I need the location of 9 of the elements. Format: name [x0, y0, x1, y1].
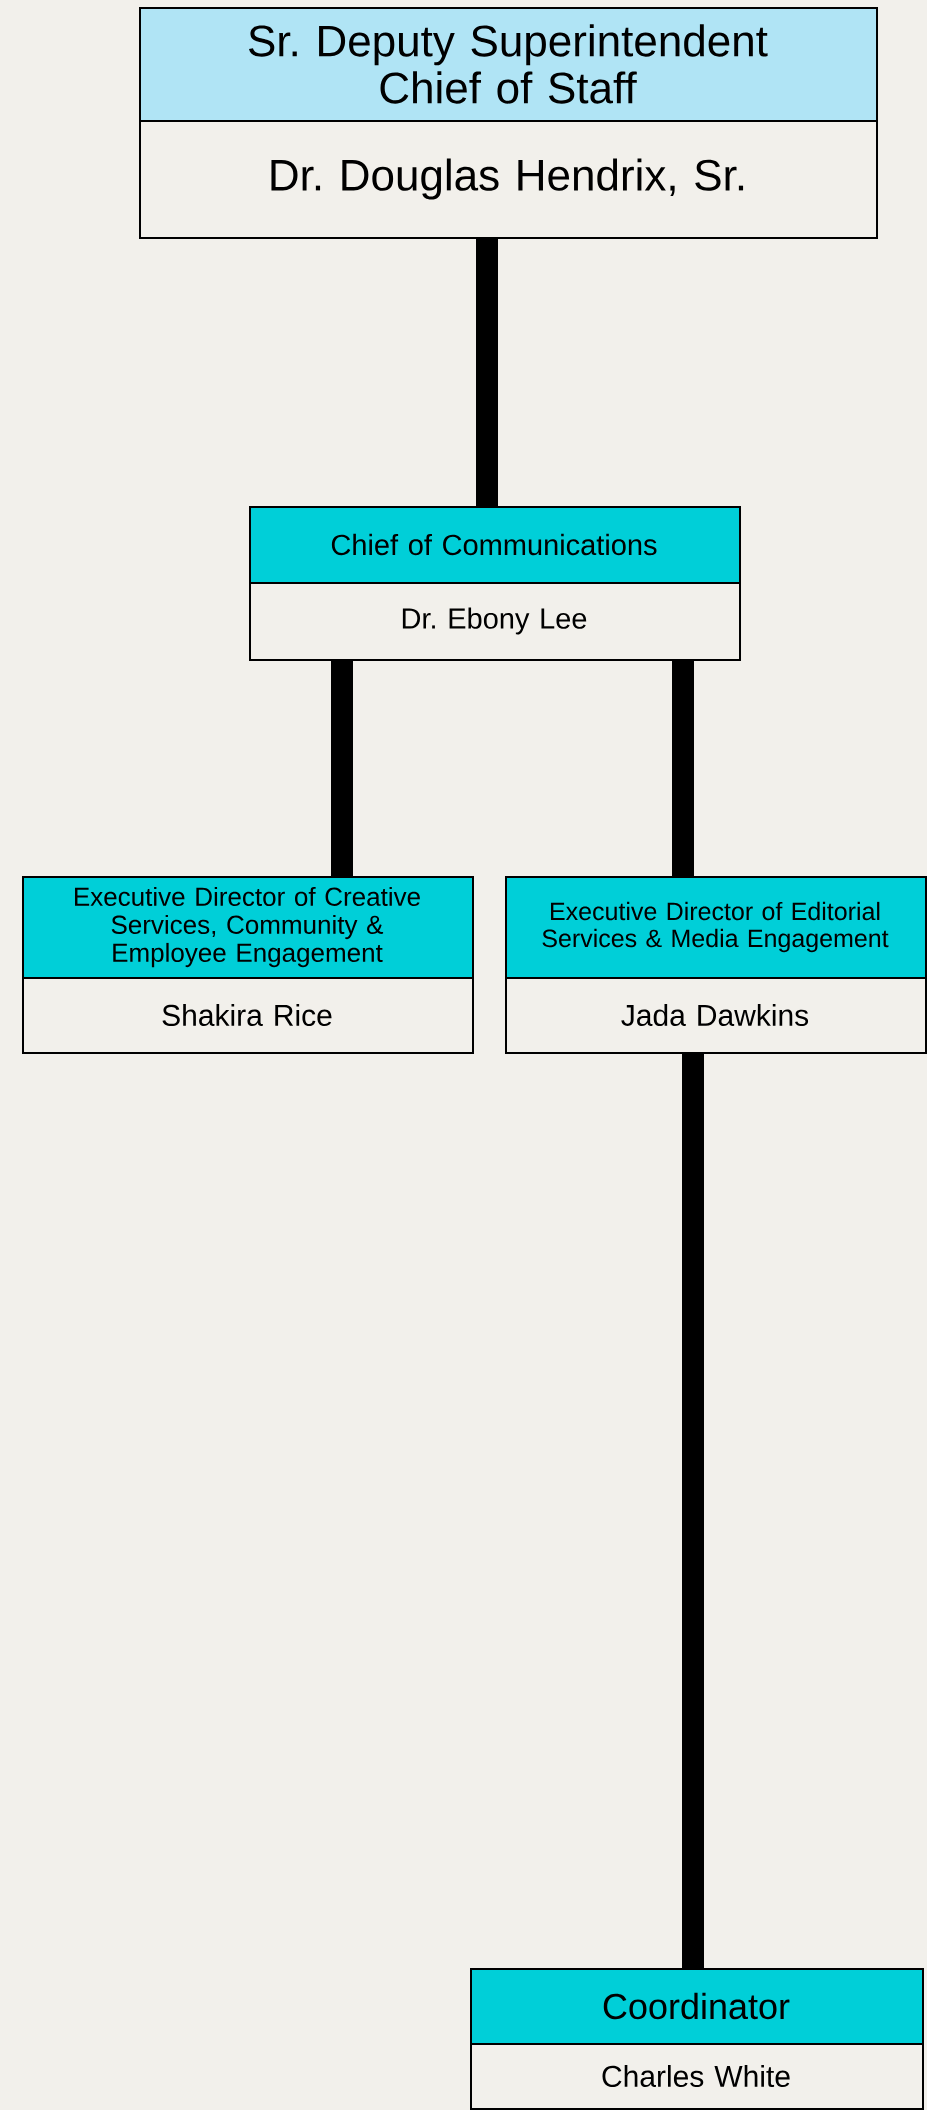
connector-line	[672, 661, 694, 876]
org-box: Executive Director of Editorial Services & Media Engagement Jada Dawkins	[504, 876, 927, 1054]
connector-line	[476, 239, 498, 506]
connector-line	[331, 661, 353, 876]
org-box: Coordinator Charles White	[469, 1968, 924, 2110]
org-box: Sr. Deputy Superintendent Chief of Staff Dr. Douglas Hendrix, Sr.	[138, 7, 878, 239]
org-box: Chief of Communications Dr. Ebony Lee	[248, 506, 741, 661]
org-box: Executive Director of Creative Services, Community & Employee Engagement Shakira Rice	[21, 876, 474, 1054]
connector-line	[682, 1054, 704, 1968]
